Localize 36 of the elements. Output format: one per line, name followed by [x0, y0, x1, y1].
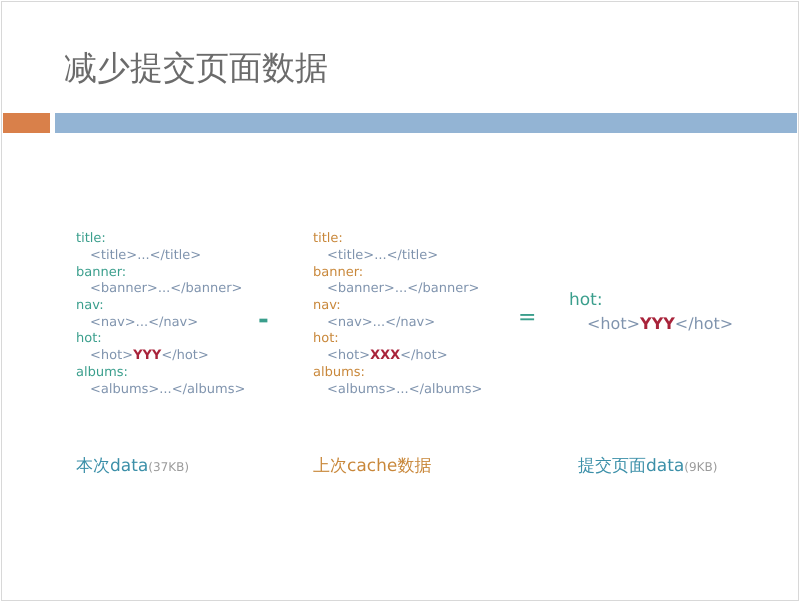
caption: 提交页面data — [578, 456, 684, 476]
code-key: albums: — [313, 366, 365, 380]
code-line: <nav>...</nav> — [327, 316, 436, 330]
code-key: albums: — [76, 366, 128, 380]
code-key: title: — [313, 232, 343, 246]
size-note: (9KB) — [684, 460, 718, 474]
changed-value: YYY — [133, 349, 162, 364]
caption: 上次cache数据 — [313, 456, 432, 476]
code-key: nav: — [76, 299, 104, 314]
changed-value: YYY — [640, 315, 675, 333]
code-key: title: — [76, 232, 106, 246]
code-line: <albums>...</albums> — [327, 382, 482, 397]
code-line: <title>...</title> — [90, 248, 202, 264]
code-line: <banner>...</banner> — [327, 282, 480, 297]
minus-sign: - — [258, 306, 269, 335]
changed-value: XXX — [370, 349, 400, 364]
code-line: </hot> — [674, 315, 734, 333]
code-line: </hot> — [400, 349, 448, 364]
code-line: <nav>...</nav> — [90, 316, 198, 330]
code-key: banner: — [76, 266, 126, 280]
code-line: <hot> — [587, 315, 640, 333]
caption: 本次data — [76, 456, 148, 476]
code-key: hot: — [569, 290, 603, 310]
code-line: <banner>...</banner> — [90, 282, 242, 297]
code-line: <hot> — [90, 349, 134, 364]
code-key: hot: — [313, 332, 339, 347]
equals-sign: = — [518, 306, 536, 330]
slide-title: 减少提交页面数据 — [64, 47, 328, 89]
code-line: <hot> — [327, 349, 370, 364]
code-key: nav: — [313, 299, 341, 314]
code-key: hot: — [76, 332, 102, 347]
size-note: (37KB) — [148, 460, 190, 474]
code-line: </hot> — [161, 349, 209, 364]
code-key: banner: — [313, 266, 364, 280]
code-line: <albums>...</albums> — [90, 382, 246, 397]
code-line: <title>...</title> — [327, 248, 438, 264]
